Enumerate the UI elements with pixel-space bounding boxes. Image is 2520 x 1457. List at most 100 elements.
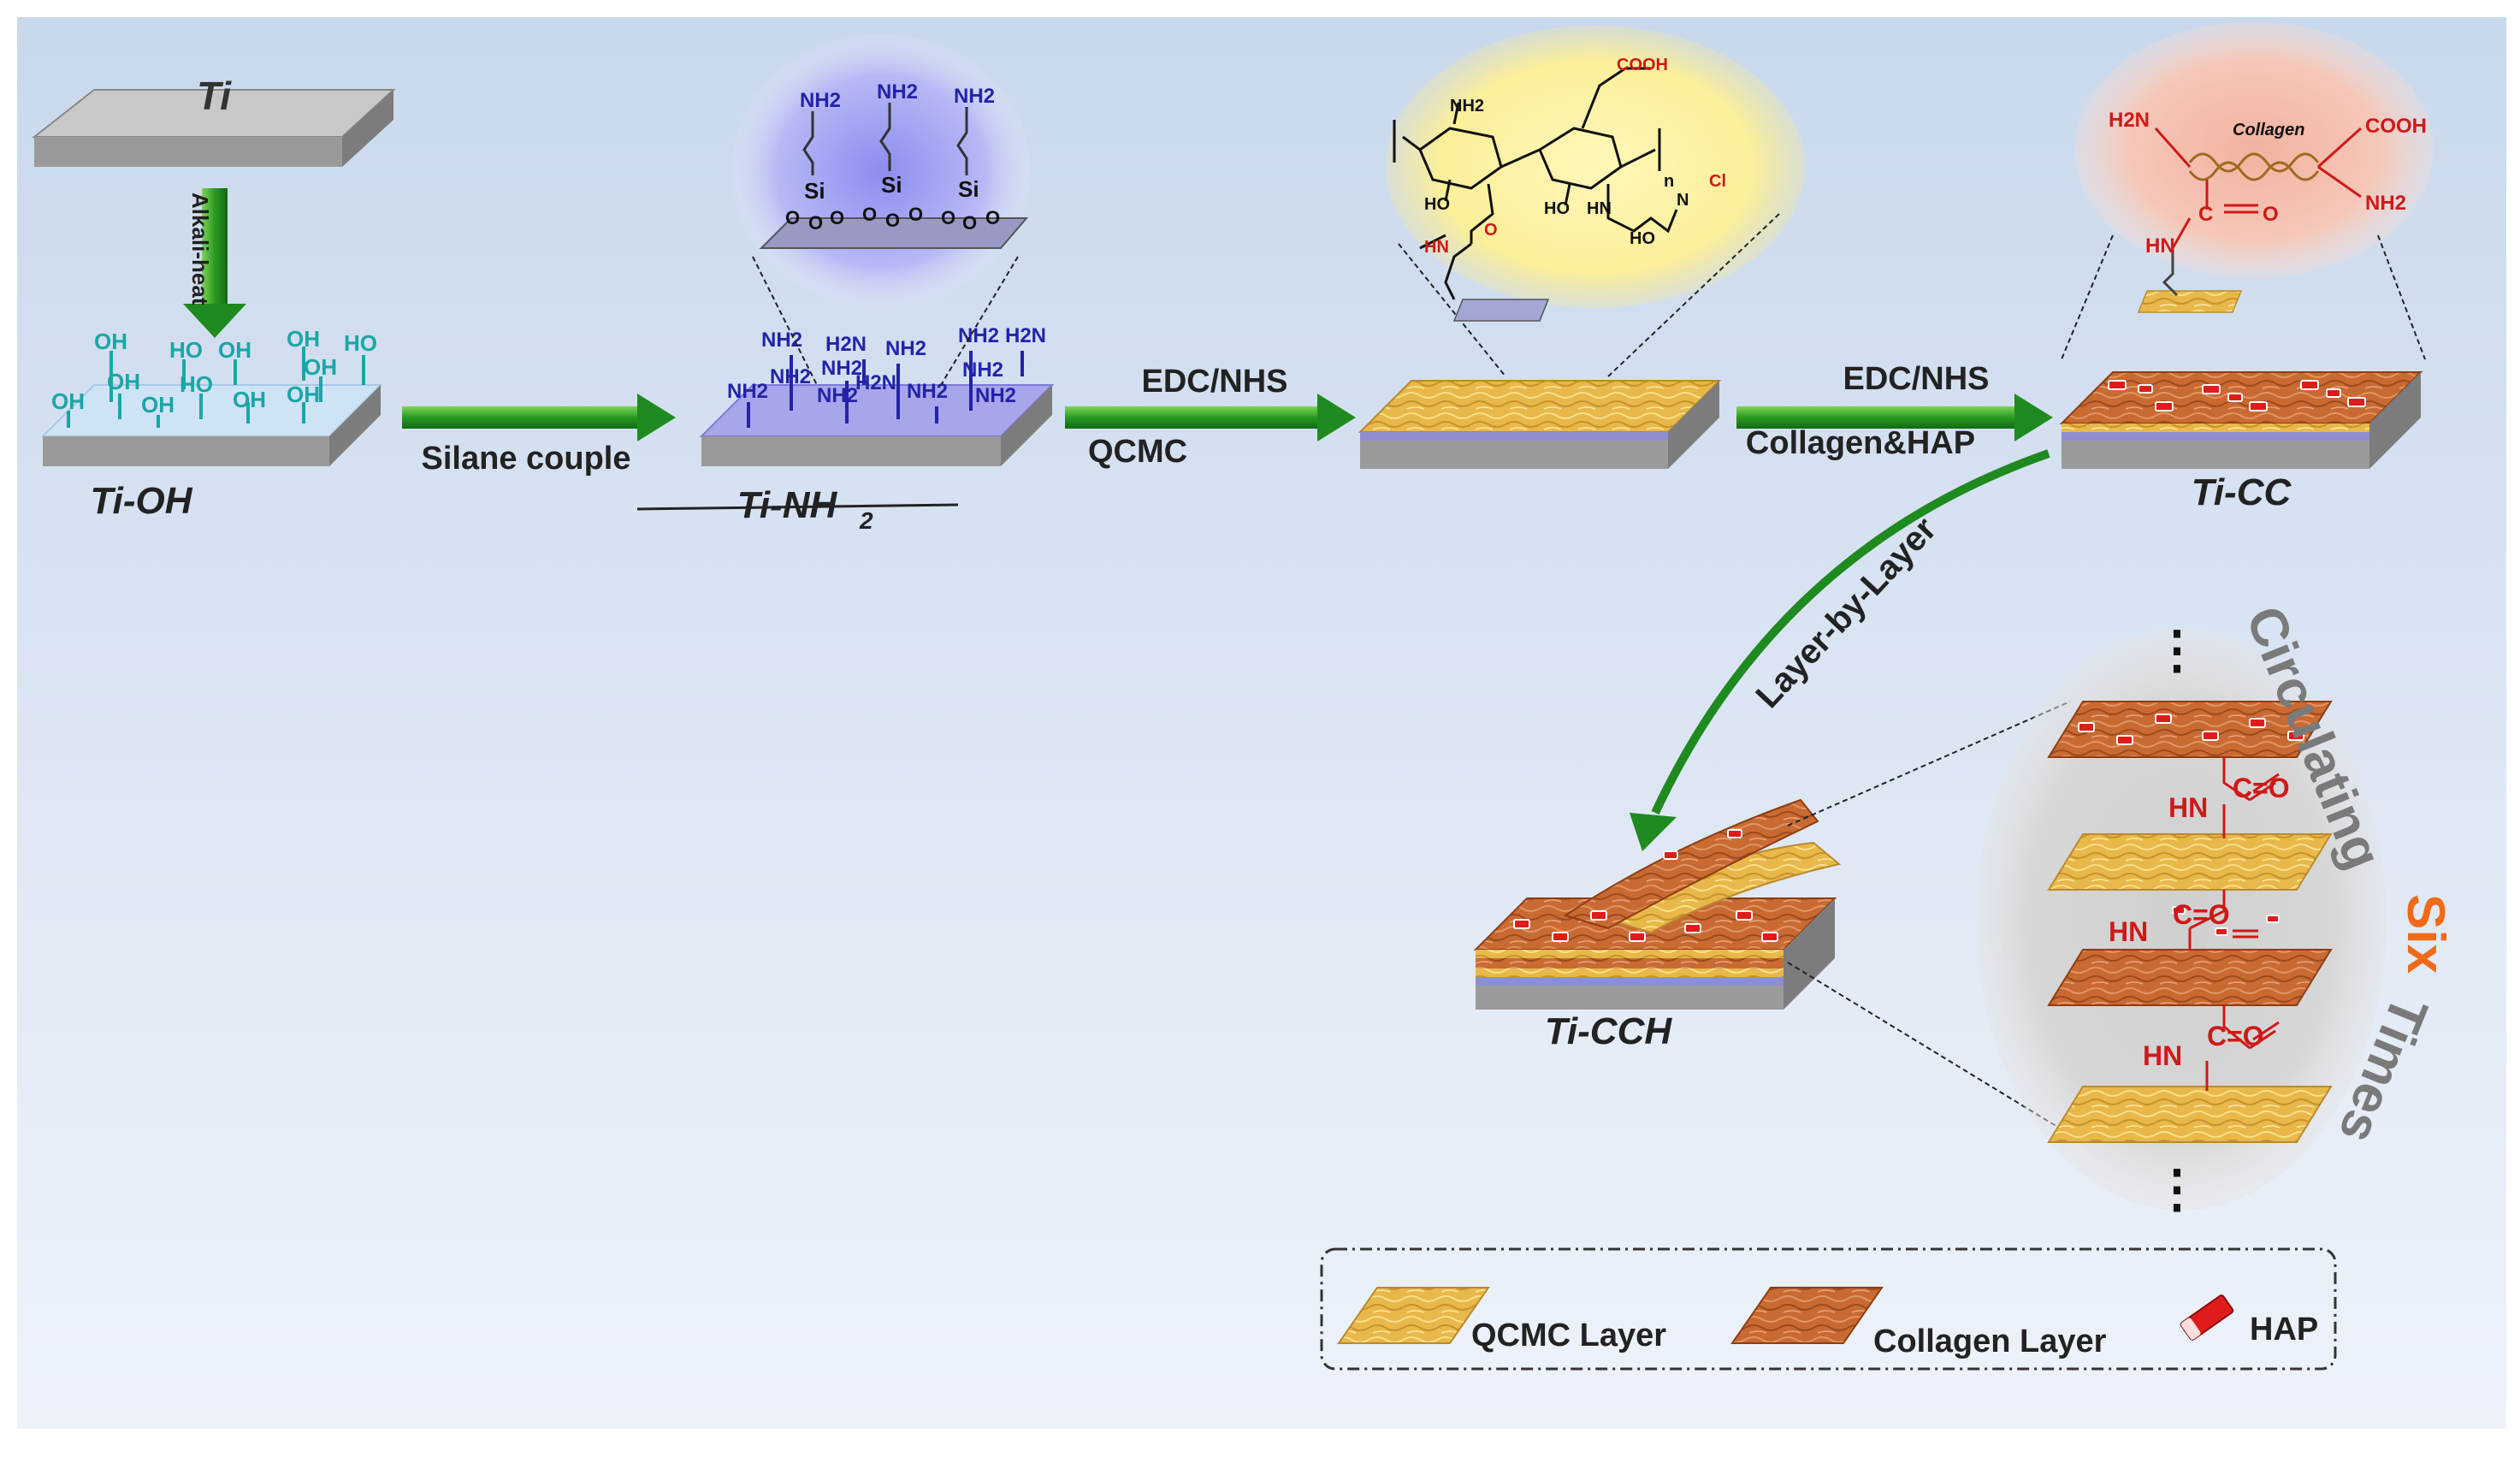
nh2-label: NH2 [954, 85, 995, 108]
qcmc-swatch [1337, 1287, 1490, 1344]
ho-label: HO [169, 337, 203, 363]
c-label: C [2198, 203, 2213, 226]
collagen-chain-label: Collagen [2233, 121, 2304, 139]
zoom-line [1787, 701, 2071, 826]
hn-label: HN [2168, 792, 2208, 823]
continuation-dots: ⋮ [2151, 621, 2203, 678]
ho-label: HO [1630, 229, 1655, 248]
nh2-label: NH2 [975, 384, 1016, 407]
si-label: Si [804, 178, 825, 204]
h2n-label: H2N [855, 371, 896, 394]
o-label: O [785, 207, 800, 228]
qcmc-arrow: EDC/NHS QCMC [1065, 364, 1356, 470]
hap-swatch [2180, 1294, 2234, 1341]
ho-label: HO [180, 371, 213, 397]
nh2-label: NH2 [885, 337, 926, 360]
edc-nhs-label-1: EDC/NHS [1141, 364, 1287, 400]
oh-label: OH [94, 329, 127, 354]
nh2-label: NH2 [1450, 97, 1484, 115]
hn-label: HN [2109, 916, 2148, 947]
collagen-bubble: H2N COOH NH2 C O HN Collagen [2061, 21, 2434, 360]
collagen-hap-label: Collagen&HAP [1746, 425, 1975, 461]
c-eq-o-label: C=O [2233, 773, 2290, 803]
o-label: O [885, 210, 900, 231]
o-label: O [941, 207, 955, 228]
hn-label: HN [2143, 1040, 2182, 1071]
nh2-groups: NH2 H2N NH2 NH2 H2N NH2 NH2 H2N NH2 NH2 … [727, 324, 1046, 428]
circulating-detail: ⋮ ⋮ HN C=O [1976, 598, 2455, 1217]
oh-label: OH [141, 392, 175, 418]
o-label: O [830, 207, 844, 228]
o-label: O [1484, 221, 1498, 240]
silane-arrow: Silane couple [402, 394, 676, 477]
cl-label: Cl [1709, 172, 1726, 191]
legend-item-collagen: Collagen Layer [1730, 1287, 2107, 1359]
n-subscript: n [1664, 172, 1674, 191]
c-eq-o-label: C=O [2207, 1021, 2264, 1051]
si-label: Si [958, 176, 979, 202]
ho-label: HO [344, 330, 377, 356]
six-label: Six [2396, 894, 2455, 974]
oh-label: OH [287, 382, 320, 407]
qcmc-bubble: NH2 COOH HO HO HO HN O HN N Cl n [1386, 26, 1805, 377]
oh-label: OH [107, 369, 140, 394]
h2n-label: H2N [825, 333, 867, 356]
alkali-heat-arrow: Alkali-heat [183, 188, 246, 338]
legend-hap-label: HAP [2250, 1312, 2318, 1347]
collagen-arrow: EDC/NHS Collagen&HAP [1736, 361, 2053, 461]
n-plus-label: N [1677, 191, 1689, 210]
oh-label: OH [304, 354, 337, 380]
collagen-swatch [1730, 1287, 1884, 1344]
legend-qcmc-label: QCMC Layer [1471, 1318, 1666, 1353]
h2n-label: H2N [2109, 109, 2150, 132]
legend-item-qcmc: QCMC Layer [1337, 1287, 1666, 1353]
ti-nh2-label-group: Ti-NH 2 [636, 484, 959, 534]
legend: QCMC Layer Collagen Layer HAP [1320, 1247, 2337, 1371]
o-label: O [808, 212, 823, 234]
ti-nh2-plate [699, 384, 1055, 466]
nh2-label: NH2 [761, 329, 802, 352]
nh2-label: NH2 [2365, 192, 2406, 215]
nh2-label: NH2 [962, 358, 1003, 382]
continuation-dots: ⋮ [2151, 1160, 2203, 1217]
cooh-label: COOH [2365, 115, 2427, 138]
o-label: O [962, 212, 977, 234]
hn-label: HN [1424, 238, 1449, 257]
ti-nh2-subscript: 2 [859, 507, 873, 534]
hn-label: HN [1587, 199, 1612, 218]
oh-label: OH [51, 388, 85, 414]
oh-label: OH [233, 387, 266, 412]
oh-label: OH [218, 337, 251, 363]
zoom-line [1787, 962, 2062, 1130]
silane-bubble: NH2 NH2 NH2 Si Si Si O O O O O O O O O [731, 34, 1031, 386]
hn-label: HN [2145, 234, 2175, 258]
o-label: O [2263, 203, 2279, 226]
nh2-label: NH2 [727, 380, 768, 403]
oh-label: OH [287, 326, 320, 352]
nh2-label: NH2 [821, 357, 862, 380]
o-label: O [908, 204, 923, 225]
oh-groups: OH OH OH OH HO HO OH OH OH OH OH HO [51, 326, 377, 428]
ho-label: HO [1424, 195, 1450, 214]
nh2-label: NH2 [817, 384, 858, 407]
ti-label: Ti [197, 74, 232, 118]
nh2-label: NH2 [877, 80, 918, 104]
cooh-label: COOH [1617, 56, 1668, 74]
ti-nh2-label: Ti-NH [737, 484, 838, 526]
o-label: O [985, 207, 1000, 228]
ti-oh-plate [40, 384, 383, 466]
ti-plate: Ti [32, 74, 396, 167]
silane-label: Silane couple [422, 441, 631, 477]
si-label: Si [881, 172, 902, 198]
edc-nhs-label-2: EDC/NHS [1843, 361, 1989, 397]
c-eq-o-label: C=O [2173, 899, 2230, 930]
h2n-label: H2N [1005, 324, 1046, 347]
legend-collagen-label: Collagen Layer [1873, 1324, 2107, 1359]
legend-item-hap: HAP [2180, 1294, 2318, 1347]
nh2-label: NH2 [800, 89, 841, 112]
ti-cch-hap [1513, 829, 1778, 942]
qcmc-plate [1358, 380, 1722, 469]
o-label: O [862, 204, 877, 225]
